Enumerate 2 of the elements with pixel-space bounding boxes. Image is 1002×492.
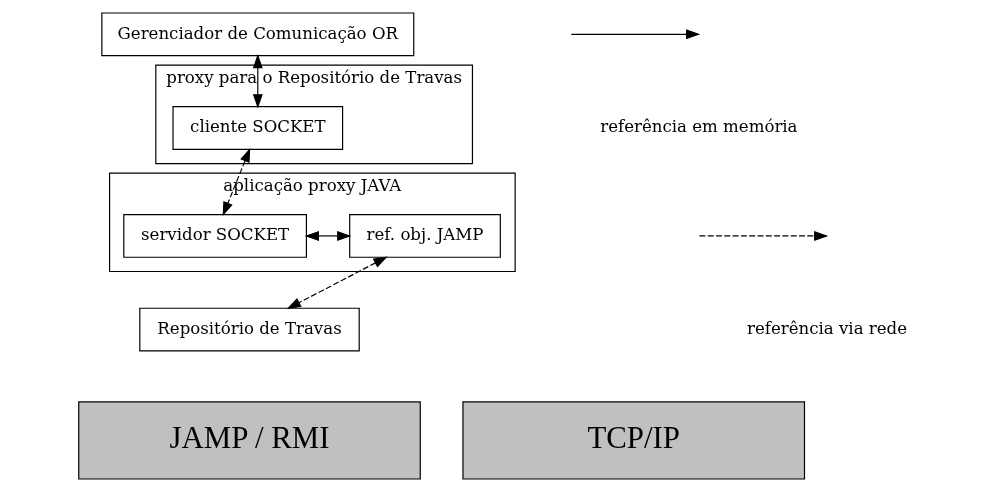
legend-label: referência em memória [599,117,798,137]
legend-label: referência via rede [746,318,907,338]
